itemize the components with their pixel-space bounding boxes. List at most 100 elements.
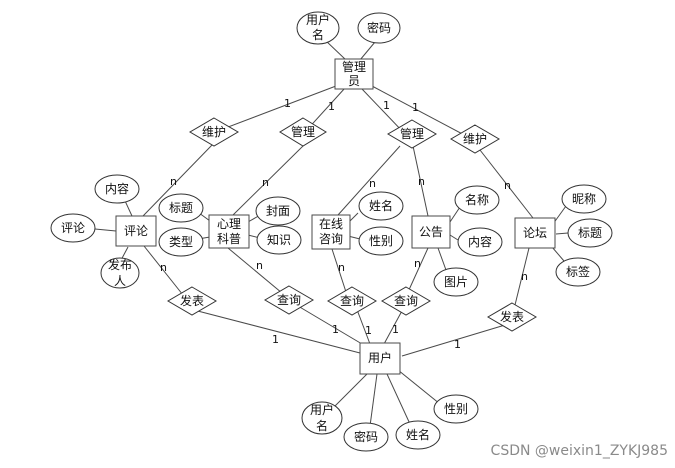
rel-publish-2-label: 发表 xyxy=(500,309,524,324)
entity-forum: 论坛 xyxy=(514,217,556,249)
entity-comment-label: 评论 xyxy=(124,224,148,238)
attr-science-cover: 封面 xyxy=(255,196,301,226)
card-consult-query: n xyxy=(338,261,345,274)
entity-forum-label: 论坛 xyxy=(523,226,547,240)
rel-manage-1-label: 管理 xyxy=(291,124,315,139)
card-forum-publish: n xyxy=(521,270,528,283)
card-admin-maintain-2: 1 xyxy=(412,101,419,114)
rel-manage-2: 管理 xyxy=(387,119,437,149)
card-publish2-user: 1 xyxy=(454,338,461,351)
attr-notice-image-label: 图片 xyxy=(444,275,468,289)
card-notice-query: n xyxy=(414,257,421,270)
entity-science: 心理 科普 xyxy=(208,214,250,249)
card-publish-user: 1 xyxy=(272,333,279,346)
entity-admin: 管理 员 xyxy=(334,58,374,90)
attr-comment-publisher-line1: 发布 xyxy=(108,257,132,272)
attr-comment-publisher-line2: 人 xyxy=(114,274,126,288)
rel-manage-1: 管理 xyxy=(279,117,327,147)
attr-admin-username: 用户 名 xyxy=(296,11,340,45)
card-admin-maintain-1: 1 xyxy=(284,97,291,110)
rel-query-1: 查询 xyxy=(264,285,314,315)
attr-forum-nickname-label: 昵称 xyxy=(572,192,596,206)
attr-user-username-line2: 名 xyxy=(316,418,328,433)
attr-forum-title: 标题 xyxy=(567,218,613,248)
rel-query-3-label: 查询 xyxy=(394,294,418,308)
attr-forum-nickname: 昵称 xyxy=(561,184,607,214)
attr-science-knowledge-label: 知识 xyxy=(267,233,291,247)
attr-forum-tag-label: 标签 xyxy=(566,264,590,279)
attr-notice-content: 内容 xyxy=(457,227,503,257)
attr-user-name: 姓名 xyxy=(395,420,441,450)
card-admin-manage-2: 1 xyxy=(383,99,390,112)
card-maintain-forum: n xyxy=(504,179,511,192)
entity-consult-line2: 咨询 xyxy=(319,231,343,246)
entity-science-line2: 科普 xyxy=(217,232,241,246)
rel-publish-1-label: 发表 xyxy=(180,293,204,308)
attr-comment-content-label: 内容 xyxy=(105,181,129,196)
card-comment-publish: n xyxy=(160,261,167,274)
entity-consult: 在线 咨询 xyxy=(311,214,351,250)
attr-user-username-line1: 用户 xyxy=(310,402,334,417)
card-manage-science: n xyxy=(262,176,269,189)
card-query3-user: 1 xyxy=(392,323,399,336)
attr-forum-tag: 标签 xyxy=(555,257,601,287)
attr-notice-name-label: 名称 xyxy=(465,192,489,207)
rel-publish-1: 发表 xyxy=(167,286,217,316)
card-maintain-comment: n xyxy=(170,175,177,188)
entity-comment: 评论 xyxy=(115,215,157,247)
entity-consult-line1: 在线 xyxy=(319,217,343,231)
card-manage-consult: n xyxy=(369,177,376,190)
rel-manage-2-label: 管理 xyxy=(400,126,424,141)
attr-consult-name: 姓名 xyxy=(358,191,404,221)
entity-admin-line2: 员 xyxy=(348,74,360,88)
entity-user-label: 用户 xyxy=(368,350,392,365)
rel-maintain-2-label: 维护 xyxy=(463,132,487,146)
rel-maintain-1: 维护 xyxy=(189,117,239,147)
entity-admin-line1: 管理 xyxy=(342,59,366,74)
card-query1-user: 1 xyxy=(332,323,339,336)
entities: 管理 员 评论 心理 科普 在线 咨询 公告 论坛 用户 xyxy=(115,58,556,375)
rel-maintain-1-label: 维护 xyxy=(202,125,226,139)
attr-consult-gender: 性别 xyxy=(358,226,404,256)
relationships: 维护 管理 管理 维护 发表 查询 查询 查询 xyxy=(167,117,537,332)
attr-consult-name-label: 姓名 xyxy=(369,198,393,213)
card-query2-user: 1 xyxy=(365,324,372,337)
attr-user-username: 用户 名 xyxy=(301,401,343,435)
card-admin-manage-1: 1 xyxy=(328,100,335,113)
attr-notice-content-label: 内容 xyxy=(468,234,492,249)
entity-science-line1: 心理 xyxy=(217,217,241,231)
entity-user: 用户 xyxy=(359,342,401,375)
attr-admin-username-line2: 名 xyxy=(312,27,324,42)
rel-publish-2: 发表 xyxy=(487,302,537,332)
attr-admin-password-label: 密码 xyxy=(367,20,391,35)
attr-user-password-label: 密码 xyxy=(354,429,378,444)
attr-science-knowledge: 知识 xyxy=(256,225,302,255)
entity-notice: 公告 xyxy=(411,215,451,249)
entity-notice-label: 公告 xyxy=(419,225,443,239)
attr-user-name-label: 姓名 xyxy=(406,427,430,442)
attr-user-gender: 性别 xyxy=(433,394,479,424)
attr-forum-title-label: 标题 xyxy=(578,226,602,240)
rel-query-1-label: 查询 xyxy=(277,293,301,307)
watermark: CSDN @weixin1_ZYKJ985 xyxy=(491,443,668,459)
attr-comment-content: 内容 xyxy=(94,174,140,204)
card-science-query: n xyxy=(256,259,263,272)
attr-science-title-label: 标题 xyxy=(169,201,193,215)
attr-comment-publisher: 发布 人 xyxy=(100,257,140,289)
cardinality-labels: 1 1 1 1 n n n n n n n n n n 1 1 1 1 1 xyxy=(160,97,528,351)
attr-admin-username-line1: 用户 xyxy=(306,12,330,27)
attr-notice-name: 名称 xyxy=(454,185,500,215)
attr-user-gender-label: 性别 xyxy=(444,402,468,416)
attr-science-cover-label: 封面 xyxy=(266,204,290,218)
attr-science-type: 类型 xyxy=(158,227,204,257)
attr-comment-text-label: 评论 xyxy=(61,221,85,235)
rel-query-2-label: 查询 xyxy=(340,294,364,308)
attr-consult-gender-label: 性别 xyxy=(369,234,393,248)
attr-admin-password: 密码 xyxy=(357,12,401,44)
attr-science-type-label: 类型 xyxy=(169,235,193,249)
rel-query-2: 查询 xyxy=(327,286,377,316)
attr-comment-text: 评论 xyxy=(50,213,96,243)
attr-notice-image: 图片 xyxy=(433,267,479,297)
attributes: 用户 名 密码 内容 评论 发布 人 标题 类型 xyxy=(50,11,613,452)
